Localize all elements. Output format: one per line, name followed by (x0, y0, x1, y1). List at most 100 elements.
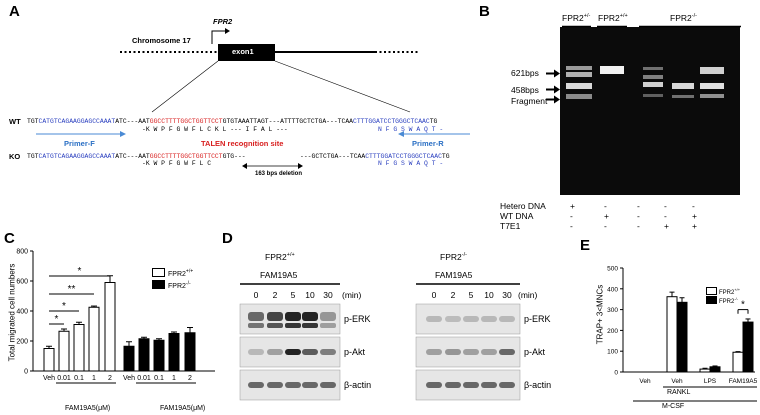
panel-label-e: E (580, 237, 591, 254)
x-tick-label: 2 (108, 375, 112, 382)
blot-band (267, 312, 283, 321)
panel-a-diagram (36, 28, 470, 169)
gel-header-ko-text: FPR2 (670, 13, 692, 23)
blot-row-label: β-actin (344, 380, 371, 390)
gel-header-ko-sup: -/- (691, 13, 697, 20)
gel-header-wt-text: FPR2 (598, 13, 620, 23)
legend-text-wt: FPR2 (168, 271, 186, 278)
blot-row-label: p-ERK (344, 314, 371, 324)
blot-group-ko: FPR2-/- (440, 252, 467, 262)
panel-label-a: A (9, 3, 20, 20)
wt-seq-7: TG (429, 118, 438, 125)
blot-band (248, 312, 264, 321)
arrow-fragment (546, 95, 560, 104)
bar (73, 324, 85, 372)
legend-swatch-wt-e (706, 287, 717, 295)
blot-band (302, 323, 318, 328)
bar (138, 338, 150, 372)
deletion-label: 163 bps deletion (255, 171, 303, 177)
exon-label: exon1 (232, 47, 254, 56)
x-tick-label: LPS (704, 378, 717, 385)
bar (88, 306, 100, 372)
tss-arrow-line (211, 30, 228, 44)
y-tick-label: 0 (24, 369, 28, 376)
bar (184, 332, 196, 372)
primer-r-label: Primer-R (412, 139, 444, 148)
gel-row-value: + (604, 211, 609, 221)
deletion-arrow-left (242, 163, 247, 169)
time-label: 30 (502, 290, 512, 300)
y-tick-label: 800 (16, 249, 28, 256)
gel-bands (566, 66, 724, 99)
sig-label: * (741, 300, 745, 311)
x-tick-label: 0.1 (154, 375, 164, 382)
time-label: 5 (469, 290, 474, 300)
time-label: 0 (254, 290, 259, 300)
legend-text-wt-e: FPR2 (719, 290, 735, 296)
x-tick-label: Veh (639, 378, 651, 385)
zoom-line-right (274, 60, 411, 113)
time-unit-label: (min) (518, 290, 538, 300)
legend-sup-wt: +/+ (185, 268, 194, 275)
wt-amino-acids-2: N F G S W A Q T - (378, 126, 444, 133)
bar (43, 348, 55, 372)
legend-text-ko: FPR2 (168, 283, 186, 290)
ko-amino-acids-1: -K W P F G W F L C (142, 160, 212, 167)
ko-seq-3: ATC---AAT (115, 153, 150, 160)
band-label-fragment: Fragment (511, 96, 548, 106)
blot-band (267, 382, 283, 388)
ko-amino-acids-2: N F G S W A Q T - (378, 160, 444, 167)
blot-group-ko-text: FPR2 (440, 252, 462, 262)
gel-header-lines (562, 25, 741, 28)
band-arrows (546, 69, 560, 104)
blot-band (285, 349, 301, 355)
time-label: 5 (291, 290, 296, 300)
gel-image (560, 27, 740, 195)
gel-row-value: - (570, 211, 573, 221)
gel-row-value: - (664, 211, 667, 221)
gel-row-value: + (664, 221, 669, 231)
panel-label-b: B (479, 3, 490, 20)
gel-band (566, 94, 592, 99)
chart-c-group-label-2: FAM19A5(μM) (160, 405, 206, 412)
gel-band (643, 75, 663, 79)
gel-band (643, 82, 663, 87)
blot-band (302, 312, 318, 321)
blot-group-wt-text: FPR2 (265, 252, 287, 262)
gel-band (672, 95, 694, 98)
blot-row-label: p-Akt (524, 347, 546, 357)
blot-band (481, 349, 497, 355)
ko-seq-5: GTG--- (222, 153, 246, 160)
ko-label: KO (9, 152, 21, 161)
bar (123, 345, 135, 372)
gel-band (566, 66, 592, 70)
zoom-line-left (151, 60, 219, 113)
bar (742, 321, 754, 373)
blot-band (499, 382, 515, 388)
y-tick-label: 200 (16, 339, 28, 346)
sig-label: * (62, 301, 66, 312)
blot-band (499, 316, 515, 322)
blot-row-label: p-ERK (524, 314, 551, 324)
blot-row-label: β-actin (524, 380, 551, 390)
gel-band (643, 67, 663, 70)
blot-band (426, 382, 442, 388)
blot-band (285, 312, 301, 321)
y-tick-label: 200 (607, 328, 618, 335)
time-label: 30 (323, 290, 333, 300)
blot-band (248, 323, 264, 328)
blot-band (320, 323, 336, 328)
gel-row-value: - (664, 201, 667, 211)
band-label-621: 621bps (511, 68, 539, 78)
gel-header-het-text: FPR2 (562, 13, 584, 23)
gel-row-value: + (692, 211, 697, 221)
gel-header-wt: FPR2+/+ (598, 13, 628, 23)
blot-band (285, 323, 301, 328)
x-tick-label: 0.1 (74, 375, 84, 382)
chart-c-ylabel: Total migrated cell numbers (7, 263, 17, 362)
blot-row-label: p-Akt (344, 347, 366, 357)
gel-row-value: - (692, 201, 695, 211)
gel-band (566, 83, 592, 89)
